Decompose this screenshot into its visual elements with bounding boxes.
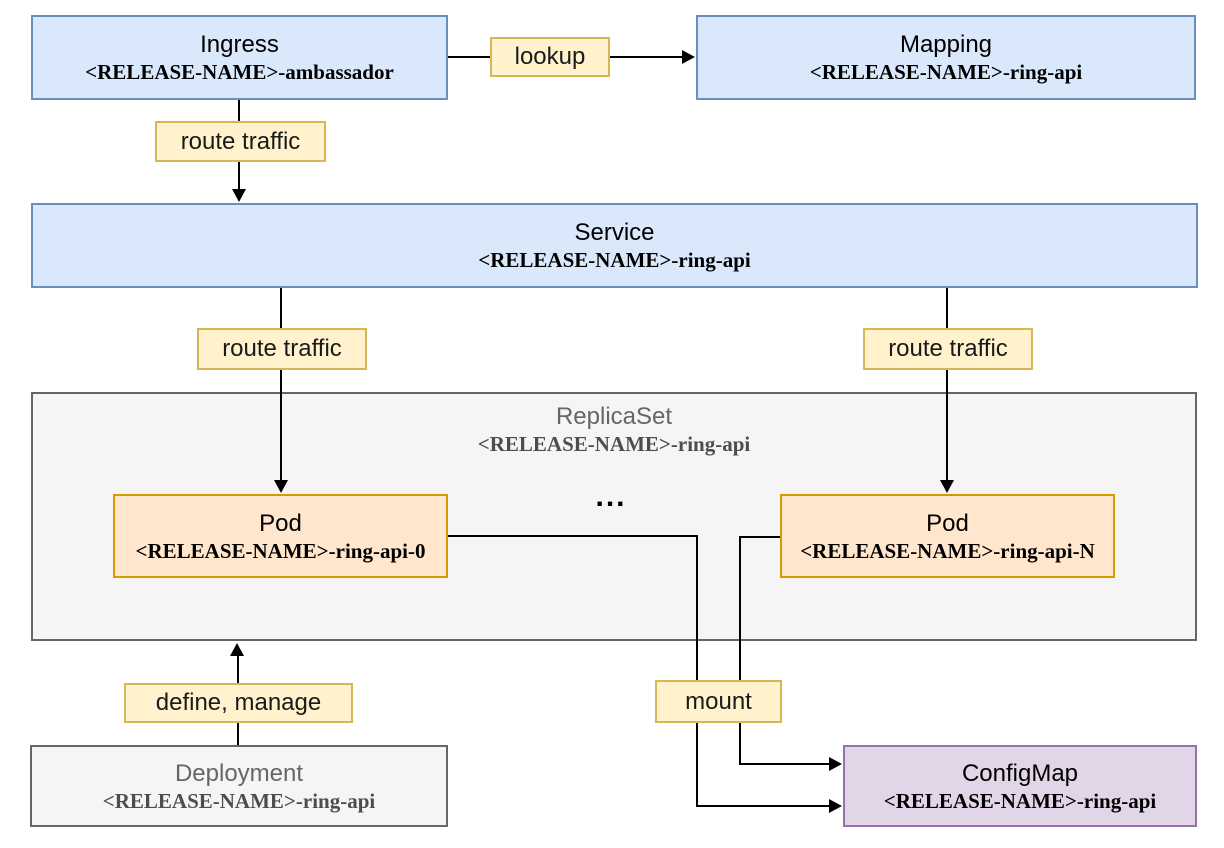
arrowhead-down-icon (232, 189, 246, 202)
pod-n-title: Pod (926, 509, 969, 537)
service-title: Service (574, 219, 655, 246)
deployment-node: Deployment <RELEASE-NAME>-ring-api (30, 745, 448, 827)
lookup-edge-label: lookup (490, 37, 610, 77)
edge-podn-to-configmap-line (739, 763, 831, 765)
edge-service-to-podn-line (946, 288, 948, 480)
edge-service-to-pod0-line (280, 288, 282, 480)
route-traffic-edge-label: route traffic (863, 328, 1033, 370)
arrowhead-down-icon (940, 480, 954, 493)
replicaset-title: ReplicaSet (555, 403, 673, 430)
edge-podn-to-configmap-line (740, 536, 780, 538)
edge-pod0-to-configmap-line (696, 805, 830, 807)
ingress-node: Ingress <RELEASE-NAME>-ambassador (31, 15, 448, 100)
deployment-title: Deployment (174, 759, 304, 787)
mount-edge-label: mount (655, 680, 782, 723)
replicaset-subtitle: <RELEASE-NAME>-ring-api (477, 432, 751, 456)
deployment-subtitle: <RELEASE-NAME>-ring-api (102, 788, 376, 813)
pod-n-node: Pod <RELEASE-NAME>-ring-api-N (780, 494, 1115, 578)
edge-pod0-to-configmap-line (448, 535, 698, 537)
arrowhead-up-icon (230, 643, 244, 656)
mapping-node: Mapping <RELEASE-NAME>-ring-api (696, 15, 1196, 100)
mapping-subtitle: <RELEASE-NAME>-ring-api (809, 60, 1083, 84)
configmap-title: ConfigMap (961, 759, 1079, 787)
service-node: Service <RELEASE-NAME>-ring-api (31, 203, 1198, 288)
pod-0-subtitle: <RELEASE-NAME>-ring-api-0 (135, 538, 426, 563)
route-traffic-edge-label: route traffic (197, 328, 367, 370)
pod-0-title: Pod (259, 509, 302, 537)
arrowhead-down-icon (274, 480, 288, 493)
pod-n-subtitle: <RELEASE-NAME>-ring-api-N (800, 538, 1095, 563)
configmap-subtitle: <RELEASE-NAME>-ring-api (883, 788, 1157, 813)
ingress-title: Ingress (200, 31, 279, 58)
arrowhead-right-icon (829, 757, 842, 771)
configmap-node: ConfigMap <RELEASE-NAME>-ring-api (843, 745, 1197, 827)
ingress-subtitle: <RELEASE-NAME>-ambassador (85, 60, 394, 84)
arrowhead-right-icon (829, 799, 842, 813)
mapping-title: Mapping (899, 31, 993, 58)
service-subtitle: <RELEASE-NAME>-ring-api (478, 248, 751, 272)
edge-podn-to-configmap-line (739, 536, 741, 765)
more-pods-ellipsis: ... (595, 480, 627, 513)
arrowhead-right-icon (682, 50, 695, 64)
edge-pod0-to-configmap-line (696, 535, 698, 807)
pod-0-node: Pod <RELEASE-NAME>-ring-api-0 (113, 494, 448, 578)
define-manage-edge-label: define, manage (124, 683, 353, 723)
route-traffic-edge-label: route traffic (155, 121, 326, 162)
